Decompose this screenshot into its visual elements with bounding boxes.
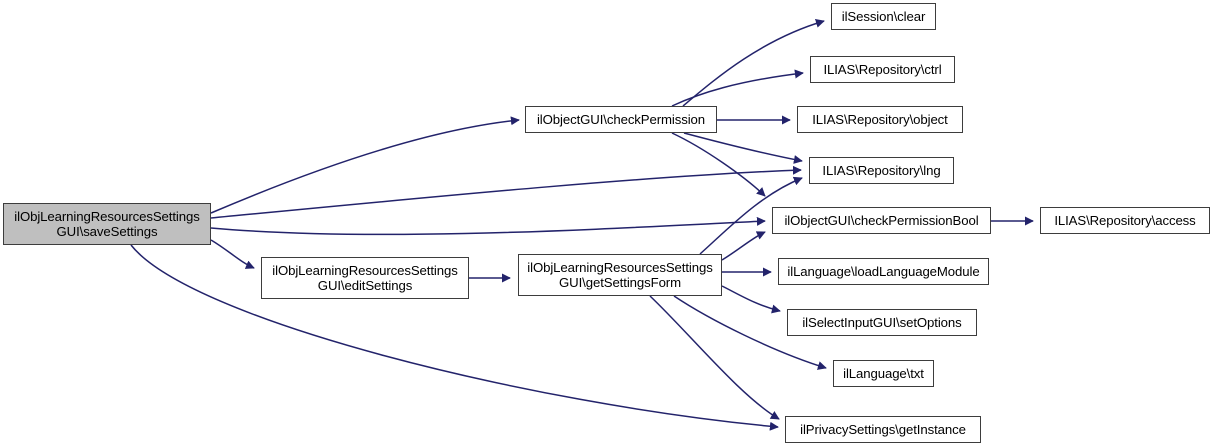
graph-node-label: ilSelectInputGUI\setOptions [802,315,962,330]
graph-node-checkPermissionBool[interactable]: ilObjectGUI\checkPermissionBool [772,207,991,234]
graph-node-label: ilObjectGUI\checkPermission [536,112,706,127]
graph-node-label: ilPrivacySettings\getInstance [800,422,966,437]
graph-node-label: ilSession\clear [841,9,926,24]
graph-node-label: ilObjLearningResourcesSettings GUI\editS… [272,263,458,293]
edge-saveSettings-to-lng [210,165,802,219]
graph-node-label: ILIAS\Repository\ctrl [823,62,942,77]
graph-node-loadLanguageModule[interactable]: ilLanguage\loadLanguageModule [778,258,989,285]
graph-node-label: ILIAS\Repository\lng [822,163,941,178]
graph-node-txt[interactable]: ilLanguage\txt [833,360,934,387]
graph-node-label: ILIAS\Repository\access [1054,213,1196,228]
graph-node-editSettings[interactable]: ilObjLearningResourcesSettings GUI\editS… [261,257,469,299]
graph-node-getInstance[interactable]: ilPrivacySettings\getInstance [785,416,981,443]
edge-paths [130,18,1034,431]
graph-node-label: ilLanguage\loadLanguageModule [787,264,980,279]
edge-getSettingsForm-to-getInstance [649,295,780,420]
graph-node-setOptions[interactable]: ilSelectInputGUI\setOptions [787,309,977,336]
graph-node-checkPermission[interactable]: ilObjectGUI\checkPermission [525,106,717,133]
graph-node-saveSettings[interactable]: ilObjLearningResourcesSettings GUI\saveS… [3,203,211,245]
edge-getSettingsForm-to-setOptions [721,285,781,314]
graph-node-label: ilObjLearningResourcesSettings GUI\saveS… [14,209,200,239]
edge-checkPermission-to-lng [683,132,803,164]
edge-saveSettings-to-editSettings [210,239,255,269]
edge-getSettingsForm-to-txt [673,295,827,370]
edge-getSettingsForm-to-lng [699,176,803,255]
edge-saveSettings-to-getInstance [130,244,779,431]
edge-saveSettings-to-checkPermissionBool [210,216,766,236]
graph-node-clear[interactable]: ilSession\clear [831,3,936,30]
graph-node-label: ilObjLearningResourcesSettings GUI\getSe… [527,260,713,290]
edge-saveSettings-to-checkPermission [210,116,520,214]
graph-node-label: ilObjectGUI\checkPermissionBool [784,213,979,228]
edge-checkPermission-to-checkPermissionBool [671,132,766,197]
graph-node-label: ILIAS\Repository\object [812,112,948,127]
edge-checkPermission-to-ctrl [671,69,804,107]
graph-node-lng[interactable]: ILIAS\Repository\lng [809,157,954,184]
graph-node-ctrl[interactable]: ILIAS\Repository\ctrl [810,56,955,83]
graph-node-label: ilLanguage\txt [843,366,924,381]
graph-node-access[interactable]: ILIAS\Repository\access [1040,207,1210,234]
graph-node-object[interactable]: ILIAS\Repository\object [797,106,963,133]
graph-node-getSettingsForm[interactable]: ilObjLearningResourcesSettings GUI\getSe… [518,254,722,296]
edge-getSettingsForm-to-checkPermissionBool [721,231,766,261]
